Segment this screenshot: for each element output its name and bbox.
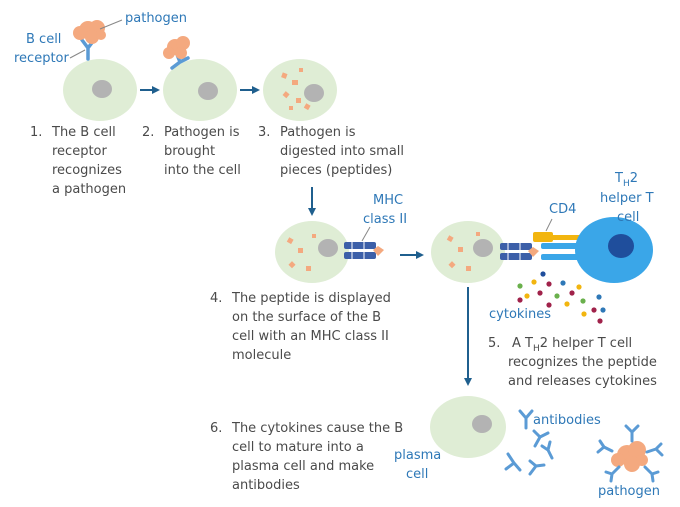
mhc-class-ii-molecule <box>344 242 384 259</box>
mhc-leader-line <box>361 226 371 242</box>
cd4-label: CD4 <box>549 202 576 217</box>
pathogen-2 <box>163 36 190 59</box>
svg-text:on the surface of the B: on the surface of the B <box>232 310 381 325</box>
mhc-tcr-complex <box>500 243 581 260</box>
cytokines-label: cytokines <box>489 307 551 322</box>
svg-text:recognizes: recognizes <box>52 163 122 178</box>
pathogen-bottom-label: pathogen <box>598 484 660 499</box>
plasma-label-line2: cell <box>406 467 428 482</box>
cd4-leader-line <box>545 218 553 232</box>
plasma-label-line1: plasma <box>394 448 441 463</box>
svg-text:brought: brought <box>164 144 215 159</box>
b-cell-2 <box>163 59 237 121</box>
bound-antibodies <box>596 424 664 483</box>
step-2-caption: 2. Pathogen is brought into the cell <box>142 125 241 178</box>
mhc-label-line2: class II <box>363 212 407 227</box>
th2-label-line3: cell <box>617 210 639 225</box>
th2-nucleus <box>608 234 634 258</box>
svg-text:a pathogen: a pathogen <box>52 182 126 197</box>
bcr-label-line1: B cell <box>26 32 61 47</box>
svg-text:recognizes the peptide: recognizes the peptide <box>508 355 657 370</box>
step-4-caption: 4. The peptide is displayed on the surfa… <box>210 291 391 363</box>
cd4-molecule <box>533 232 583 242</box>
svg-text:and releases cytokines: and releases cytokines <box>508 374 657 389</box>
svg-text:5.: 5. <box>488 336 500 351</box>
svg-text:pieces (peptides): pieces (peptides) <box>280 163 392 178</box>
svg-text:The B cell: The B cell <box>51 125 116 140</box>
antibodies-label: antibodies <box>533 413 601 428</box>
svg-text:2.: 2. <box>142 125 154 140</box>
svg-text:4.: 4. <box>210 291 222 306</box>
svg-text:Pathogen is: Pathogen is <box>164 125 240 140</box>
pathogen-top <box>73 20 106 44</box>
svg-text:plasma cell and make: plasma cell and make <box>232 459 374 474</box>
step-5-caption: 5. A TH2 helper T cell recognizes the pe… <box>488 336 657 389</box>
svg-text:molecule: molecule <box>232 348 291 363</box>
step-3-caption: 3. Pathogen is digested into small piece… <box>258 125 404 178</box>
svg-text:1.: 1. <box>30 125 42 140</box>
svg-text:6.: 6. <box>210 421 222 436</box>
b-cell-3 <box>263 59 337 121</box>
displayed-peptide <box>373 246 384 256</box>
svg-text:digested into small: digested into small <box>280 144 404 159</box>
svg-text:antibodies: antibodies <box>232 478 300 493</box>
nucleus <box>92 80 112 98</box>
svg-text:3.: 3. <box>258 125 270 140</box>
pathogen-leader-line <box>99 19 123 30</box>
svg-text:A TH2 helper T cell: A TH2 helper T cell <box>512 336 632 354</box>
pathogen-label: pathogen <box>125 11 187 26</box>
svg-text:receptor: receptor <box>52 144 108 159</box>
b-cell-5 <box>431 221 505 283</box>
svg-text:cell with an MHC class II: cell with an MHC class II <box>232 329 389 344</box>
step-6-caption: 6. The cytokines cause the B cell to mat… <box>210 421 403 493</box>
plasma-cell <box>430 396 506 458</box>
b-cell-1 <box>63 59 137 121</box>
svg-text:The peptide is displayed: The peptide is displayed <box>231 291 391 306</box>
receptor-leader-line <box>69 49 86 59</box>
cytokines <box>517 271 606 324</box>
svg-text:The cytokines cause the B: The cytokines cause the B <box>231 421 403 436</box>
svg-text:cell to mature into a: cell to mature into a <box>232 440 364 455</box>
peptides <box>281 68 311 111</box>
pathogen-bottom <box>611 441 648 472</box>
th2-helper-t-cell <box>575 217 653 283</box>
b-cell-4 <box>275 221 349 283</box>
bcr-label-line2: receptor <box>14 51 70 66</box>
svg-text:Pathogen is: Pathogen is <box>280 125 356 140</box>
mhc-label-line1: MHC <box>373 193 403 208</box>
antibodies <box>504 409 554 476</box>
step-1-caption: 1. The B cell receptor recognizes a path… <box>30 125 126 197</box>
th2-label-line1: TH2 <box>614 171 638 189</box>
svg-text:into the cell: into the cell <box>164 163 241 178</box>
th2-label-line2: helper T <box>600 191 654 206</box>
